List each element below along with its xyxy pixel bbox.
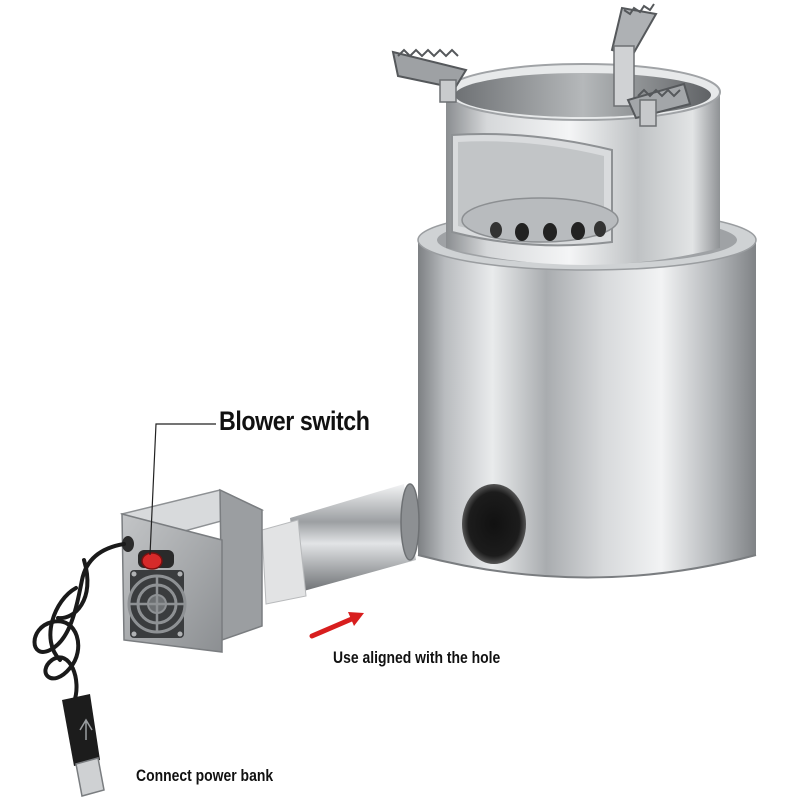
label-use-aligned: Use aligned with the hole	[333, 648, 501, 667]
air-intake-hole	[462, 484, 526, 564]
label-blower-switch: Blower switch	[219, 406, 370, 436]
blower-tube	[261, 483, 420, 605]
direction-arrow	[309, 612, 364, 639]
usb-plug	[62, 694, 105, 797]
power-jack	[122, 536, 134, 552]
usb-cable	[32, 542, 126, 704]
pot-support-clips	[391, 3, 692, 127]
blower-switch	[138, 550, 174, 570]
label-connect-power: Connect power bank	[136, 766, 274, 785]
blower-box	[119, 488, 265, 653]
fan-grille	[127, 570, 187, 638]
switch-callout-line	[149, 423, 216, 556]
